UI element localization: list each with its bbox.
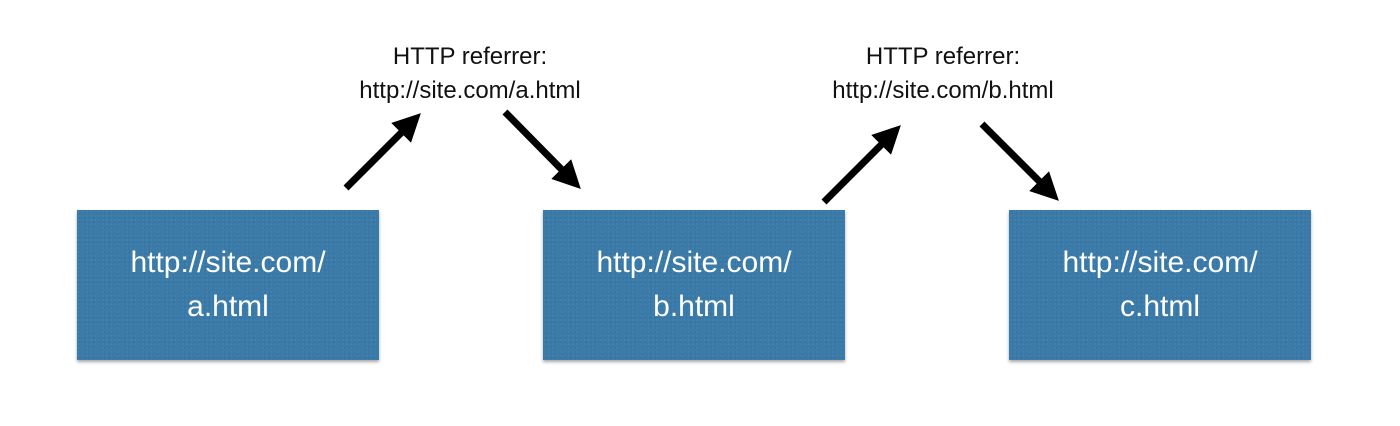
page-box-a: http://site.com/ a.html xyxy=(77,210,379,360)
arrow-b-to-referrer xyxy=(821,125,901,205)
page-box-b: http://site.com/ b.html xyxy=(543,210,845,360)
page-url-line1: http://site.com/ xyxy=(596,246,792,279)
referrer-url: http://site.com/a.html xyxy=(359,77,581,104)
referrer-heading: HTTP referrer: xyxy=(392,43,548,70)
page-url-line1: http://site.com/ xyxy=(130,246,326,279)
page-url-line1: http://site.com/ xyxy=(1062,246,1258,279)
page-box-c: http://site.com/ c.html xyxy=(1009,210,1311,360)
page-url-line2: a.html xyxy=(187,290,269,323)
arrow-a-to-referrer xyxy=(343,113,421,191)
referrer-label-a: HTTP referrer: http://site.com/a.html xyxy=(310,40,630,108)
arrow-referrer-to-c xyxy=(979,121,1059,201)
referrer-url: http://site.com/b.html xyxy=(832,77,1054,104)
referrer-label-b: HTTP referrer: http://site.com/b.html xyxy=(783,40,1103,108)
page-url-line2: c.html xyxy=(1119,290,1200,323)
page-url-line2: b.html xyxy=(653,290,735,323)
referrer-heading: HTTP referrer: xyxy=(865,43,1021,70)
arrow-referrer-to-b xyxy=(502,109,581,189)
